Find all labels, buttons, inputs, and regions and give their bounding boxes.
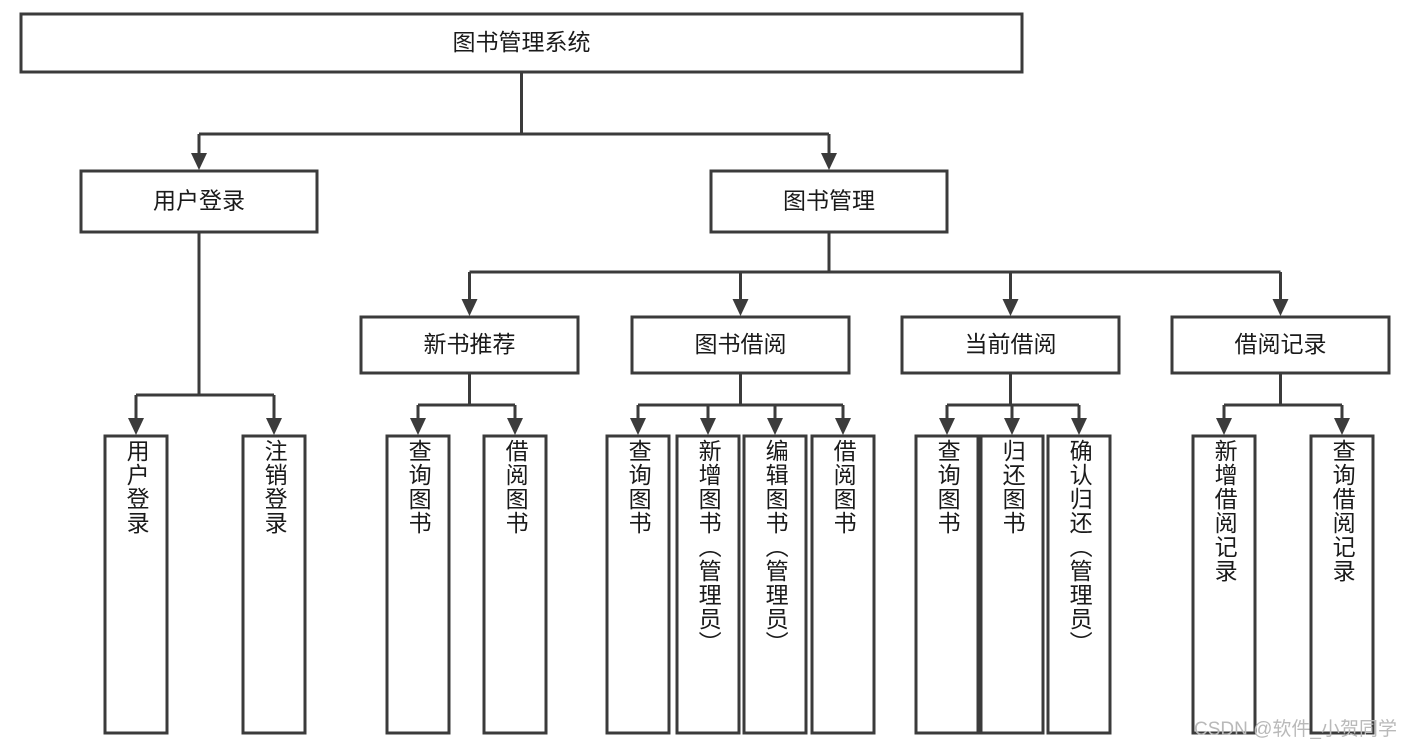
node-layer: 图书管理系统用户登录图书管理新书推荐图书借阅当前借阅借阅记录用户登录注销登录查询…: [19, 12, 1391, 735]
node-label-leaf-query-book-borrow: 查询图书: [625, 439, 652, 535]
node-leaf-user-login[interactable]: 用户登录: [103, 434, 169, 735]
node-user-login[interactable]: 用户登录: [79, 169, 319, 234]
node-label-leaf-query-book-rec: 查询图书: [405, 439, 432, 535]
node-leaf-borrow-book[interactable]: 借阅图书: [810, 434, 876, 735]
node-label-leaf-borrow-book: 借阅图书: [830, 439, 857, 535]
node-leaf-borrow-book-rec[interactable]: 借阅图书: [482, 434, 548, 735]
arrow-head-leaf-user-login: [128, 418, 144, 435]
node-label-book-manage: 图书管理: [783, 188, 875, 214]
node-label-wrap-leaf-return-book: 归还图书: [999, 439, 1026, 535]
node-box-leaf-query-record[interactable]: [1309, 434, 1375, 735]
node-leaf-query-book-rec[interactable]: 查询图书: [385, 434, 451, 735]
node-box-leaf-add-book[interactable]: [675, 434, 741, 735]
node-label-wrap-leaf-user-login: 用户登录: [123, 439, 150, 535]
node-label-leaf-return-book: 归还图书: [999, 439, 1026, 535]
arrow-head-borrow-record: [1272, 299, 1289, 316]
node-box-leaf-user-logout[interactable]: [241, 434, 307, 735]
node-label-leaf-confirm-return: 确认归还（管理员）: [1066, 439, 1093, 655]
arrow-head-leaf-add-book: [700, 418, 716, 435]
node-box-leaf-return-book[interactable]: [979, 434, 1045, 735]
node-label-borrow-record: 借阅记录: [1235, 331, 1327, 357]
node-box-leaf-user-login[interactable]: [103, 434, 169, 735]
node-label-wrap-leaf-add-record: 新增借阅记录: [1211, 439, 1238, 583]
node-box-borrow-record[interactable]: [1170, 315, 1391, 375]
node-label-wrap-leaf-borrow-book-rec: 借阅图书: [502, 439, 529, 535]
node-leaf-confirm-return[interactable]: 确认归还（管理员）: [1046, 434, 1112, 735]
node-root[interactable]: 图书管理系统: [19, 12, 1024, 74]
node-label-leaf-query-record: 查询借阅记录: [1329, 439, 1356, 583]
node-label-leaf-user-logout: 注销登录: [261, 439, 288, 535]
node-label-wrap-leaf-edit-book: 编辑图书（管理员）: [762, 439, 789, 655]
node-leaf-query-record[interactable]: 查询借阅记录: [1309, 434, 1375, 735]
arrow-head-leaf-confirm-return: [1071, 418, 1087, 435]
connector-layer: [128, 72, 1350, 435]
arrow-head-book-manage: [821, 153, 837, 170]
node-box-book-manage[interactable]: [709, 169, 949, 234]
node-label-leaf-query-book-cur: 查询图书: [934, 439, 961, 535]
node-box-leaf-query-book-cur[interactable]: [914, 434, 980, 735]
node-label-leaf-add-book: 新增图书（管理员）: [695, 439, 722, 655]
node-label-wrap-leaf-add-book: 新增图书（管理员）: [695, 439, 722, 655]
arrow-head-current-borrow: [1002, 299, 1019, 316]
arrow-head-leaf-query-book-borrow: [630, 418, 646, 435]
node-book-manage[interactable]: 图书管理: [709, 169, 949, 234]
node-label-wrap-leaf-query-book-borrow: 查询图书: [625, 439, 652, 535]
watermark-label: CSDN @软件_小贺同学: [1194, 719, 1397, 740]
node-box-leaf-confirm-return[interactable]: [1046, 434, 1112, 735]
node-new-book-recommend[interactable]: 新书推荐: [359, 315, 580, 375]
node-label-wrap-leaf-user-logout: 注销登录: [261, 439, 288, 535]
node-leaf-query-book-borrow[interactable]: 查询图书: [605, 434, 671, 735]
node-box-leaf-query-book-rec[interactable]: [385, 434, 451, 735]
node-box-leaf-add-record[interactable]: [1191, 434, 1257, 735]
node-label-wrap-leaf-confirm-return: 确认归还（管理员）: [1066, 439, 1093, 655]
arrow-head-user-login: [191, 153, 207, 170]
node-label-wrap-leaf-query-record: 查询借阅记录: [1329, 439, 1356, 583]
arrow-head-leaf-query-book-rec: [410, 418, 426, 435]
node-box-leaf-borrow-book[interactable]: [810, 434, 876, 735]
arrow-head-leaf-query-record: [1334, 418, 1350, 435]
node-label-wrap-leaf-borrow-book: 借阅图书: [830, 439, 857, 535]
node-label-book-borrow: 图书借阅: [695, 331, 787, 357]
node-box-leaf-borrow-book-rec[interactable]: [482, 434, 548, 735]
node-leaf-add-book[interactable]: 新增图书（管理员）: [675, 434, 741, 735]
node-leaf-user-logout[interactable]: 注销登录: [241, 434, 307, 735]
arrow-head-book-borrow: [732, 299, 749, 316]
node-box-root[interactable]: [19, 12, 1024, 74]
node-book-borrow[interactable]: 图书借阅: [630, 315, 851, 375]
node-leaf-query-book-cur[interactable]: 查询图书: [914, 434, 980, 735]
arrow-head-leaf-borrow-book-rec: [507, 418, 523, 435]
arrow-head-leaf-add-record: [1216, 418, 1232, 435]
arrow-head-new-book-recommend: [461, 299, 478, 316]
node-label-leaf-borrow-book-rec: 借阅图书: [502, 439, 529, 535]
arrow-head-leaf-edit-book: [767, 418, 783, 435]
node-box-current-borrow[interactable]: [900, 315, 1121, 375]
node-label-leaf-edit-book: 编辑图书（管理员）: [762, 439, 789, 655]
node-box-leaf-edit-book[interactable]: [742, 434, 808, 735]
node-label-root: 图书管理系统: [453, 29, 591, 55]
node-leaf-edit-book[interactable]: 编辑图书（管理员）: [742, 434, 808, 735]
node-box-book-borrow[interactable]: [630, 315, 851, 375]
node-box-new-book-recommend[interactable]: [359, 315, 580, 375]
node-label-leaf-add-record: 新增借阅记录: [1211, 439, 1238, 583]
arrow-head-leaf-borrow-book: [835, 418, 851, 435]
arrow-head-leaf-return-book: [1004, 418, 1020, 435]
node-leaf-add-record[interactable]: 新增借阅记录: [1191, 434, 1257, 735]
node-current-borrow[interactable]: 当前借阅: [900, 315, 1121, 375]
node-label-wrap-leaf-query-book-rec: 查询图书: [405, 439, 432, 535]
node-label-current-borrow: 当前借阅: [965, 331, 1057, 357]
node-label-new-book-recommend: 新书推荐: [424, 331, 516, 357]
node-box-user-login[interactable]: [79, 169, 319, 234]
arrow-head-leaf-user-logout: [266, 418, 282, 435]
arrow-head-leaf-query-book-cur: [939, 418, 955, 435]
node-borrow-record[interactable]: 借阅记录: [1170, 315, 1391, 375]
node-box-leaf-query-book-borrow[interactable]: [605, 434, 671, 735]
node-label-user-login: 用户登录: [153, 188, 245, 214]
node-label-leaf-user-login: 用户登录: [123, 439, 150, 535]
node-leaf-return-book[interactable]: 归还图书: [979, 434, 1045, 735]
node-label-wrap-leaf-query-book-cur: 查询图书: [934, 439, 961, 535]
